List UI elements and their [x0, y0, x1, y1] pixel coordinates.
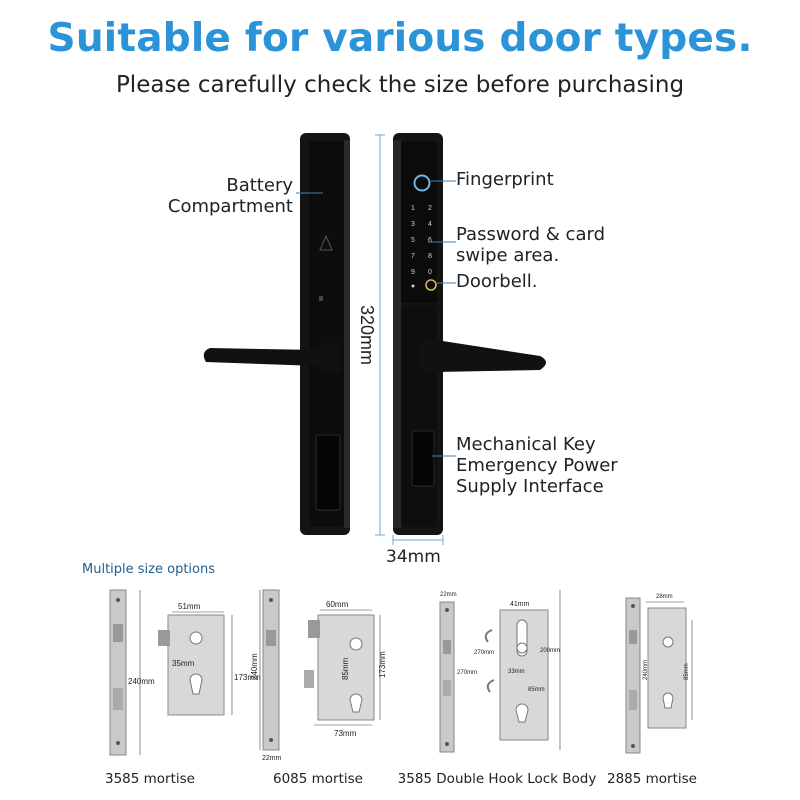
section-label: Multiple size options	[82, 562, 215, 577]
key-5: 5	[411, 237, 415, 244]
lock-illustration: 1 2 3 4 5 6 7 8 9 0 320mm	[203, 133, 546, 545]
width-dimension-label: 34mm	[386, 547, 441, 567]
key-3: 3	[411, 221, 415, 228]
double-hook-dim-7: 270mm	[457, 670, 477, 676]
double-hook-dim-2: 41mm	[510, 601, 530, 608]
caption-6085-mortise: 6085 mortise	[273, 771, 363, 787]
caption-3585-double-hook: 3585 Double Hook Lock Body	[397, 771, 597, 787]
lock-back-view	[203, 133, 350, 535]
page-subtitle: Please carefully check the size before p…	[115, 72, 685, 98]
height-dimension-label: 320mm	[357, 305, 377, 365]
key-7: 7	[411, 253, 415, 260]
key-6: 6	[428, 237, 432, 244]
lock-front-view: 1 2 3 4 5 6 7 8 9 0	[393, 133, 546, 535]
mortise-drawings: 51mm 35mm 240mm 173mm 60mm 240mm 85mm 17…	[109, 589, 693, 762]
key-1: 1	[411, 205, 415, 212]
double-hook-dim-5: 33mm	[508, 669, 525, 675]
mortise-6085-dim-3: 85mm	[341, 657, 350, 680]
front-handle	[420, 340, 546, 372]
mortise-3585-dim-2: 35mm	[172, 659, 195, 668]
doorbell-icon	[425, 279, 437, 291]
password-card-label: Password & card swipe area.	[456, 224, 605, 266]
mortise-3585-double-hook: 22mm 41mm 270mm 200mm 33mm 85mm 270mm	[439, 590, 561, 753]
double-hook-dim-3: 270mm	[474, 650, 494, 656]
mortise-3585: 51mm 35mm 240mm 173mm	[109, 589, 261, 756]
mortise-6085-dim-1: 60mm	[326, 600, 349, 609]
mortise-2885-dim-1: 28mm	[656, 594, 673, 600]
double-hook-dim-6: 85mm	[528, 687, 545, 693]
page-title: Suitable for various door types.	[47, 16, 753, 61]
fingerprint-label: Fingerprint	[456, 169, 554, 190]
mortise-2885-dim-3: 85mm	[684, 663, 690, 680]
caption-2885-mortise: 2885 mortise	[607, 771, 697, 787]
double-hook-dim-4: 200mm	[540, 648, 560, 654]
mortise-2885-dim-2: 240mm	[643, 660, 649, 680]
back-handle	[203, 343, 340, 372]
key-4: 4	[428, 221, 432, 228]
doorbell-label: Doorbell.	[456, 271, 538, 292]
dimension-lines	[375, 134, 444, 545]
key-0: 0	[428, 269, 432, 276]
mortise-3585-dim-3: 240mm	[128, 677, 155, 686]
callout-lines	[296, 180, 456, 457]
fingerprint-sensor	[413, 174, 431, 192]
mechanical-key-label: Mechanical Key Emergency Power Supply In…	[456, 434, 618, 497]
mortise-3585-dim-4: 173mm	[234, 673, 261, 682]
mortise-6085-dim-5: 22mm	[262, 755, 282, 762]
mortise-2885: 28mm 240mm 85mm	[625, 594, 693, 754]
mortise-6085-dim-4: 173mm	[378, 651, 387, 678]
back-bottom-cover	[315, 434, 341, 511]
battery-compartment-label: Battery Compartment	[167, 175, 293, 217]
double-hook-dim-1: 22mm	[440, 592, 457, 598]
mechanical-key-cover	[411, 430, 435, 487]
key-9: 9	[411, 269, 415, 276]
keypad: 1 2 3 4 5 6 7 8 9 0	[411, 205, 432, 276]
key-8: 8	[428, 253, 432, 260]
mortise-3585-dim-1: 51mm	[178, 602, 201, 611]
mortise-6085-dim-2: 240mm	[250, 653, 259, 680]
caption-3585-mortise: 3585 mortise	[105, 771, 195, 787]
mortise-6085-dim-6: 73mm	[334, 729, 357, 738]
key-2: 2	[428, 205, 432, 212]
mortise-6085: 60mm 240mm 85mm 173mm 22mm 73mm	[250, 589, 387, 762]
